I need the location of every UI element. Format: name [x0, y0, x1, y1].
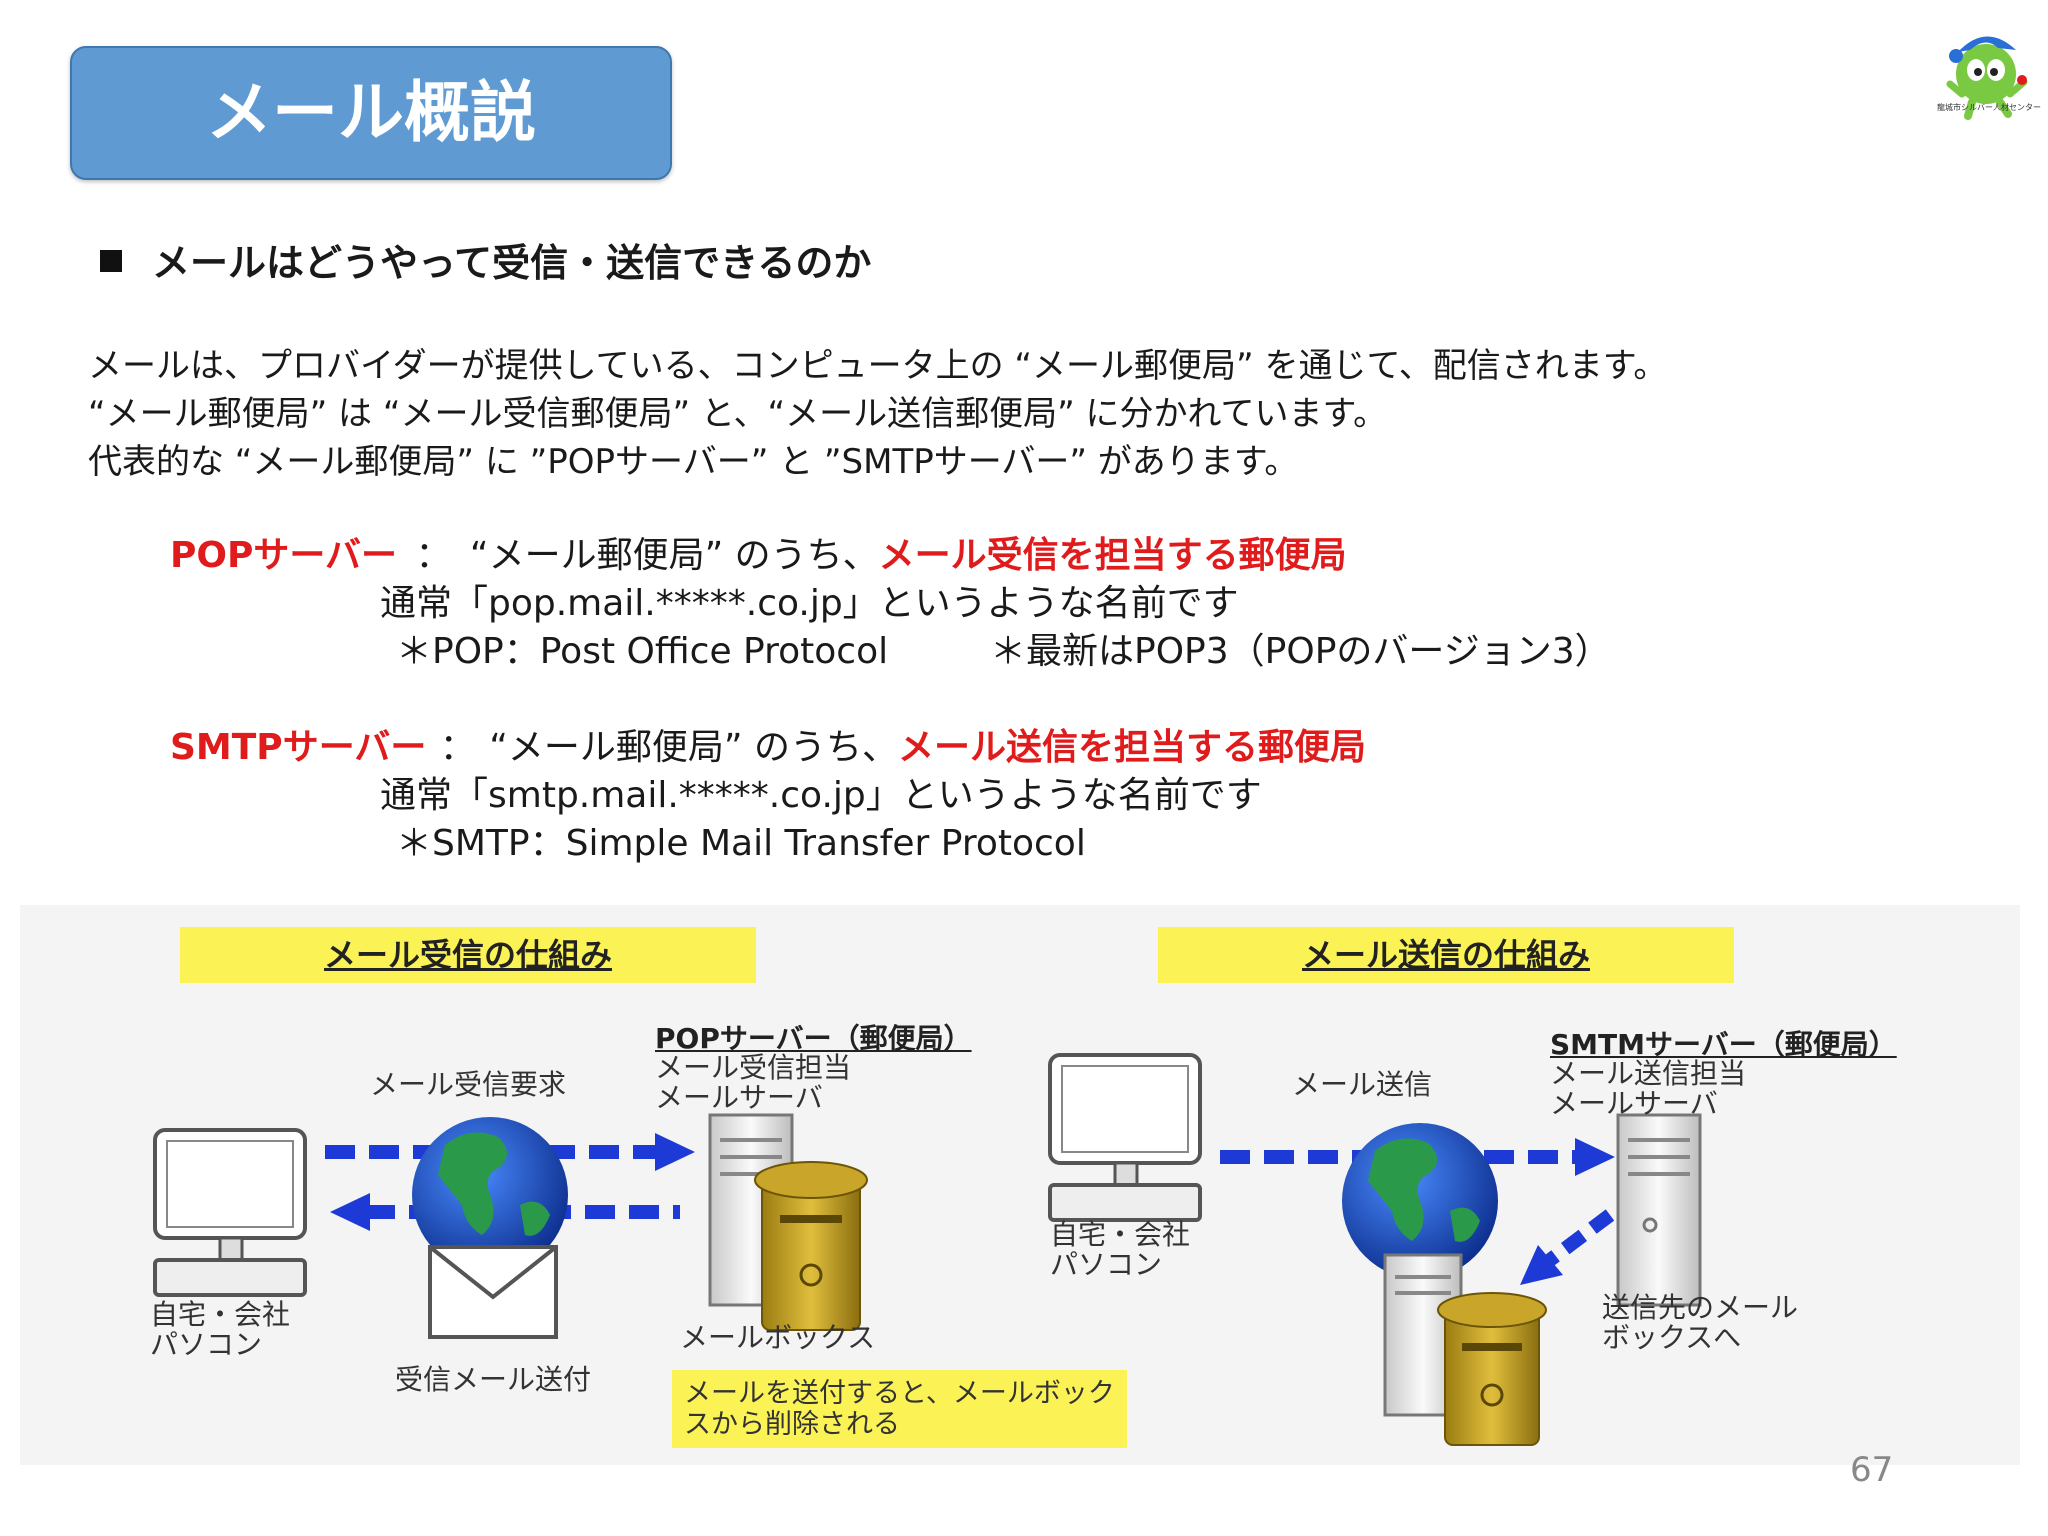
title-banner: メール概説	[70, 46, 672, 180]
receive-request-arrow-icon	[325, 1133, 695, 1171]
diagram-graphics	[153, 1053, 1702, 1446]
forward-arrow-icon	[1520, 1209, 1615, 1285]
pop-mailbox-icon	[754, 1161, 868, 1331]
smtp-desc: “メール郵便局” のうち、	[489, 727, 898, 768]
mascot-logo-icon	[1946, 36, 2028, 120]
mail-flow-diagram: メール受信の仕組み メール受信要求 POPサーバー（郵便局） メール受信担当 メ…	[20, 905, 2020, 1465]
pop-role: メール受信を担当する郵便局	[878, 535, 1347, 576]
mailbox-note-line-1: メールを送付すると、メールボック	[684, 1378, 1115, 1409]
pop-separator: ：	[415, 535, 452, 576]
smtp-note: ＊SMTP：Simple Mail Transfer Protocol	[396, 823, 1086, 864]
section-heading-text: メールはどうやって受信・送信できるのか	[152, 241, 872, 285]
destination-label-2: ボックスへ	[1602, 1321, 1742, 1354]
pop-desc: “メール郵便局” のうち、	[469, 535, 879, 576]
send-section-title: メール送信の仕組み	[1158, 927, 1734, 983]
intro-line-3: 代表的な “メール郵便局” に ”POPサーバー” と ”SMTPサーバー” が…	[88, 442, 1299, 482]
smtp-server-title: SMTMサーバー（郵便局）	[1550, 1028, 1897, 1061]
pop-server-desc-2: メールサーバ	[655, 1081, 823, 1114]
delivery-label: 受信メール送付	[395, 1363, 592, 1396]
pop-note-version: ＊最新はPOP3（POPのバージョン3）	[990, 631, 1611, 672]
right-pc-icon	[1048, 1053, 1202, 1222]
pop-name: POPサーバー	[170, 535, 398, 576]
right-pc-label-1: 自宅・会社	[1050, 1218, 1191, 1251]
page-title: メール概説	[206, 74, 536, 151]
page-number: 67	[1850, 1450, 1894, 1490]
pop-server-title: POPサーバー（郵便局）	[655, 1022, 972, 1055]
left-pc-label-2: パソコン	[150, 1328, 263, 1361]
receive-section-title: メール受信の仕組み	[180, 927, 756, 983]
right-globe-icon	[1342, 1123, 1498, 1279]
receive-request-label: メール受信要求	[370, 1068, 567, 1101]
mailbox-note: メールを送付すると、メールボック スから削除される	[672, 1370, 1127, 1449]
smtp-server-desc-1: メール送信担当	[1550, 1057, 1747, 1090]
mailbox-label: メールボックス	[680, 1321, 876, 1354]
logo-caption: 龍城市シルバー人材センター	[1937, 103, 2041, 112]
smtp-example: 通常「smtp.mail.*****.co.jp」というような名前です	[380, 775, 1262, 816]
smtp-definition: SMTPサーバー ： “メール郵便局” のうち、メール送信を担当する郵便局	[170, 718, 1366, 770]
destination-mailbox-icon	[1437, 1292, 1547, 1446]
smtp-server-desc-2: メールサーバ	[1550, 1087, 1718, 1120]
left-pc-label-1: 自宅・会社	[150, 1298, 291, 1331]
left-globe-icon	[412, 1117, 568, 1273]
smtp-server-icon	[1616, 1113, 1702, 1307]
pop-definition: POPサーバー ： “メール郵便局” のうち、メール受信を担当する郵便局	[170, 526, 1347, 578]
send-action-label: メール送信	[1292, 1068, 1433, 1101]
pop-note: ＊POP：Post Office Protocol	[396, 631, 889, 672]
intro-line-1: メールは、プロバイダーが提供している、コンピュータ上の “メール郵便局” を通じ…	[88, 346, 1668, 386]
square-bullet-icon	[100, 250, 122, 272]
smtp-role: メール送信を担当する郵便局	[898, 727, 1367, 768]
pop-example: 通常「pop.mail.*****.co.jp」というような名前です	[380, 583, 1239, 624]
pop-server-desc-1: メール受信担当	[655, 1051, 852, 1084]
envelope-icon	[428, 1245, 558, 1339]
section-heading: メールはどうやって受信・送信できるのか	[100, 232, 871, 287]
smtp-name: SMTPサーバー	[170, 727, 427, 768]
destination-label-1: 送信先のメール	[1602, 1291, 1799, 1324]
right-pc-label-2: パソコン	[1050, 1248, 1163, 1281]
intro-line-2: “メール郵便局” は “メール受信郵便局” と、“メール送信郵便局” に分かれて…	[88, 394, 1388, 434]
mailbox-note-line-2: スから削除される	[684, 1409, 900, 1441]
left-pc-icon	[153, 1128, 307, 1297]
smtp-separator: ：	[439, 727, 476, 768]
